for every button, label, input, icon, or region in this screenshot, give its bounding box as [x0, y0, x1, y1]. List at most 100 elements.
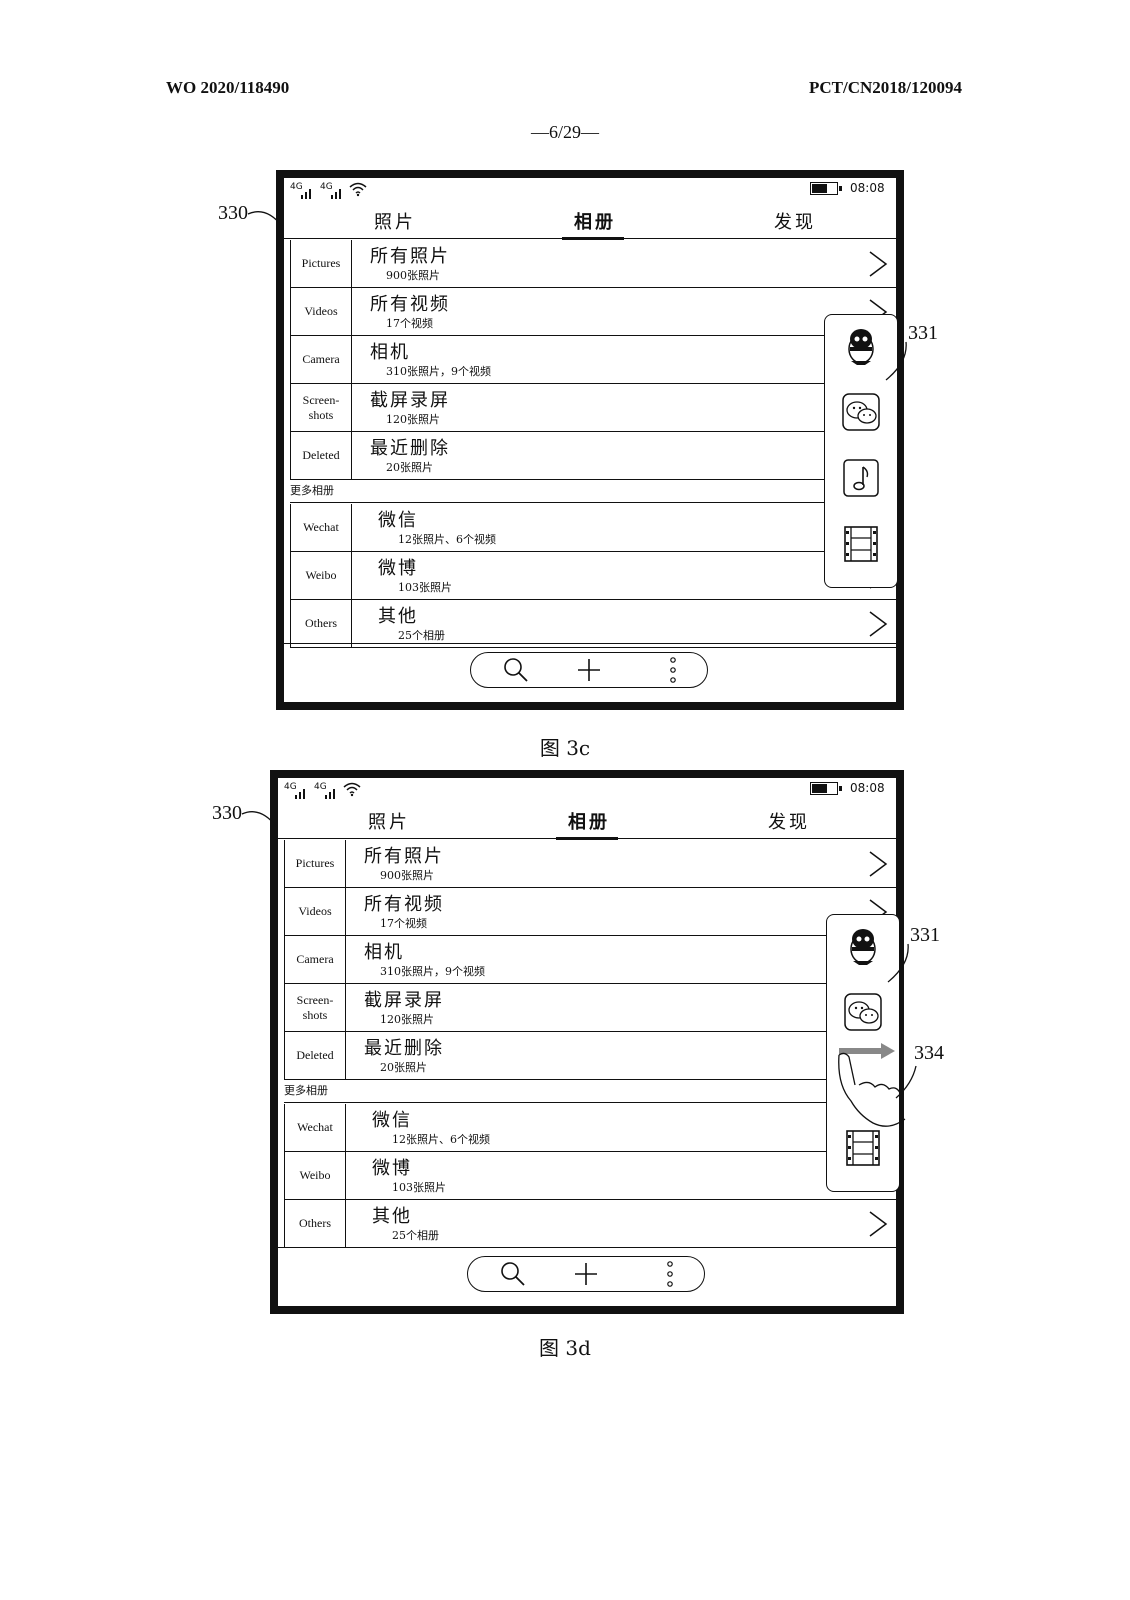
chevron-right-icon[interactable]	[866, 610, 890, 642]
search-icon[interactable]	[501, 655, 531, 689]
signal-1-label: 4G	[284, 782, 297, 792]
album-count: 103张照片	[392, 1181, 446, 1194]
qq-penguin-icon[interactable]	[841, 325, 881, 373]
callout-screen-leader	[246, 204, 286, 238]
add-icon[interactable]	[572, 1260, 600, 1292]
chevron-right-icon[interactable]	[866, 850, 890, 882]
tab-albums[interactable]: 相册	[574, 212, 616, 233]
album-count: 120张照片	[386, 413, 440, 426]
album-count: 12张照片、6个视频	[398, 533, 496, 546]
more-icon[interactable]	[664, 1259, 676, 1293]
album-chinese-name: 截屏录屏	[370, 390, 450, 411]
tab-photos[interactable]: 照片	[374, 212, 416, 233]
album-row[interactable]: Others 其他 25个相册	[284, 1200, 896, 1248]
album-count: 20张照片	[386, 461, 433, 474]
album-count: 17个视频	[380, 917, 427, 930]
wechat-icon[interactable]	[843, 991, 883, 1039]
album-english-name: Pictures	[284, 840, 346, 887]
hand-gesture-icon	[829, 1045, 909, 1139]
active-tab-underline	[556, 837, 618, 840]
album-chinese-name: 微博	[372, 1158, 412, 1179]
toolbar-pill	[470, 652, 708, 688]
tab-photos[interactable]: 照片	[368, 812, 410, 833]
album-chinese-name: 相机	[370, 342, 410, 363]
app-shortcut-panel	[824, 314, 898, 588]
active-tab-underline	[562, 237, 624, 240]
album-english-name: Wechat	[284, 1104, 346, 1151]
battery-icon	[810, 782, 842, 795]
signal-bars-icon	[330, 184, 344, 203]
callout-screen-leader	[240, 804, 280, 838]
album-chinese-name: 微博	[378, 558, 418, 579]
qq-penguin-icon[interactable]	[843, 925, 883, 973]
album-row[interactable]: Weibo 微博 103张照片	[284, 1152, 896, 1200]
callout-screen-label: 330	[218, 202, 248, 224]
tab-bar: 照片 相册 发现	[278, 804, 896, 840]
callout-panel-leader	[886, 942, 916, 990]
album-chinese-name: 最近删除	[364, 1038, 444, 1059]
album-english-name: Videos	[284, 888, 346, 935]
battery-tip	[839, 786, 842, 791]
bottom-toolbar	[284, 643, 896, 702]
chevron-right-icon[interactable]	[866, 250, 890, 282]
album-count: 25个相册	[392, 1229, 439, 1242]
signal-2-label: 4G	[320, 182, 333, 192]
chevron-right-icon[interactable]	[866, 1210, 890, 1242]
album-english-name: Weibo	[284, 1152, 346, 1199]
wifi-icon	[348, 181, 368, 201]
callout-screen-label: 330	[212, 802, 242, 824]
signal-2-label: 4G	[314, 782, 327, 792]
album-count: 20张照片	[380, 1061, 427, 1074]
album-chinese-name: 所有照片	[370, 246, 450, 267]
album-count: 12张照片、6个视频	[392, 1133, 490, 1146]
tab-discover[interactable]: 发现	[774, 212, 816, 233]
album-chinese-name: 所有视频	[364, 894, 444, 915]
album-row[interactable]: Wechat 微信 12张照片、6个视频	[284, 1104, 896, 1152]
tab-discover[interactable]: 发现	[768, 812, 810, 833]
album-row[interactable]: Pictures 所有照片 900张照片	[284, 840, 896, 888]
album-chinese-name: 所有视频	[370, 294, 450, 315]
album-count: 103张照片	[398, 581, 452, 594]
video-film-icon[interactable]	[841, 523, 881, 571]
add-icon[interactable]	[575, 656, 603, 688]
swipe-arrow-icon	[837, 1041, 897, 1065]
more-albums-label: 更多相册	[290, 482, 896, 503]
signal-bars-icon	[294, 784, 308, 803]
page-number: —6/29—	[530, 122, 599, 142]
album-english-name: Others	[284, 1200, 346, 1247]
album-chinese-name: 所有照片	[364, 846, 444, 867]
album-english-name: Wechat	[290, 504, 352, 551]
signal-1-label: 4G	[290, 182, 303, 192]
more-icon[interactable]	[667, 655, 679, 689]
album-count: 900张照片	[380, 869, 434, 882]
album-english-name: Camera	[290, 336, 352, 383]
album-english-name: Deleted	[284, 1032, 346, 1079]
album-chinese-name: 其他	[372, 1206, 412, 1227]
wechat-icon[interactable]	[841, 391, 881, 439]
video-film-icon[interactable]	[843, 1127, 883, 1175]
album-row[interactable]: Deleted 最近删除 20张照片	[284, 1032, 896, 1080]
wifi-icon	[342, 781, 362, 801]
album-english-name: Others	[290, 600, 352, 647]
album-chinese-name: 微信	[372, 1110, 412, 1131]
album-chinese-name: 截屏录屏	[364, 990, 444, 1011]
album-row[interactable]: Videos 所有视频 17个视频	[284, 888, 896, 936]
music-icon[interactable]	[841, 457, 881, 505]
tab-albums[interactable]: 相册	[568, 812, 610, 833]
callout-gesture-leader	[894, 1064, 924, 1108]
album-chinese-name: 最近删除	[370, 438, 450, 459]
figure-caption: 图 3d	[539, 1336, 591, 1360]
application-number: PCT/CN2018/120094	[809, 78, 962, 97]
search-icon[interactable]	[498, 1259, 528, 1293]
